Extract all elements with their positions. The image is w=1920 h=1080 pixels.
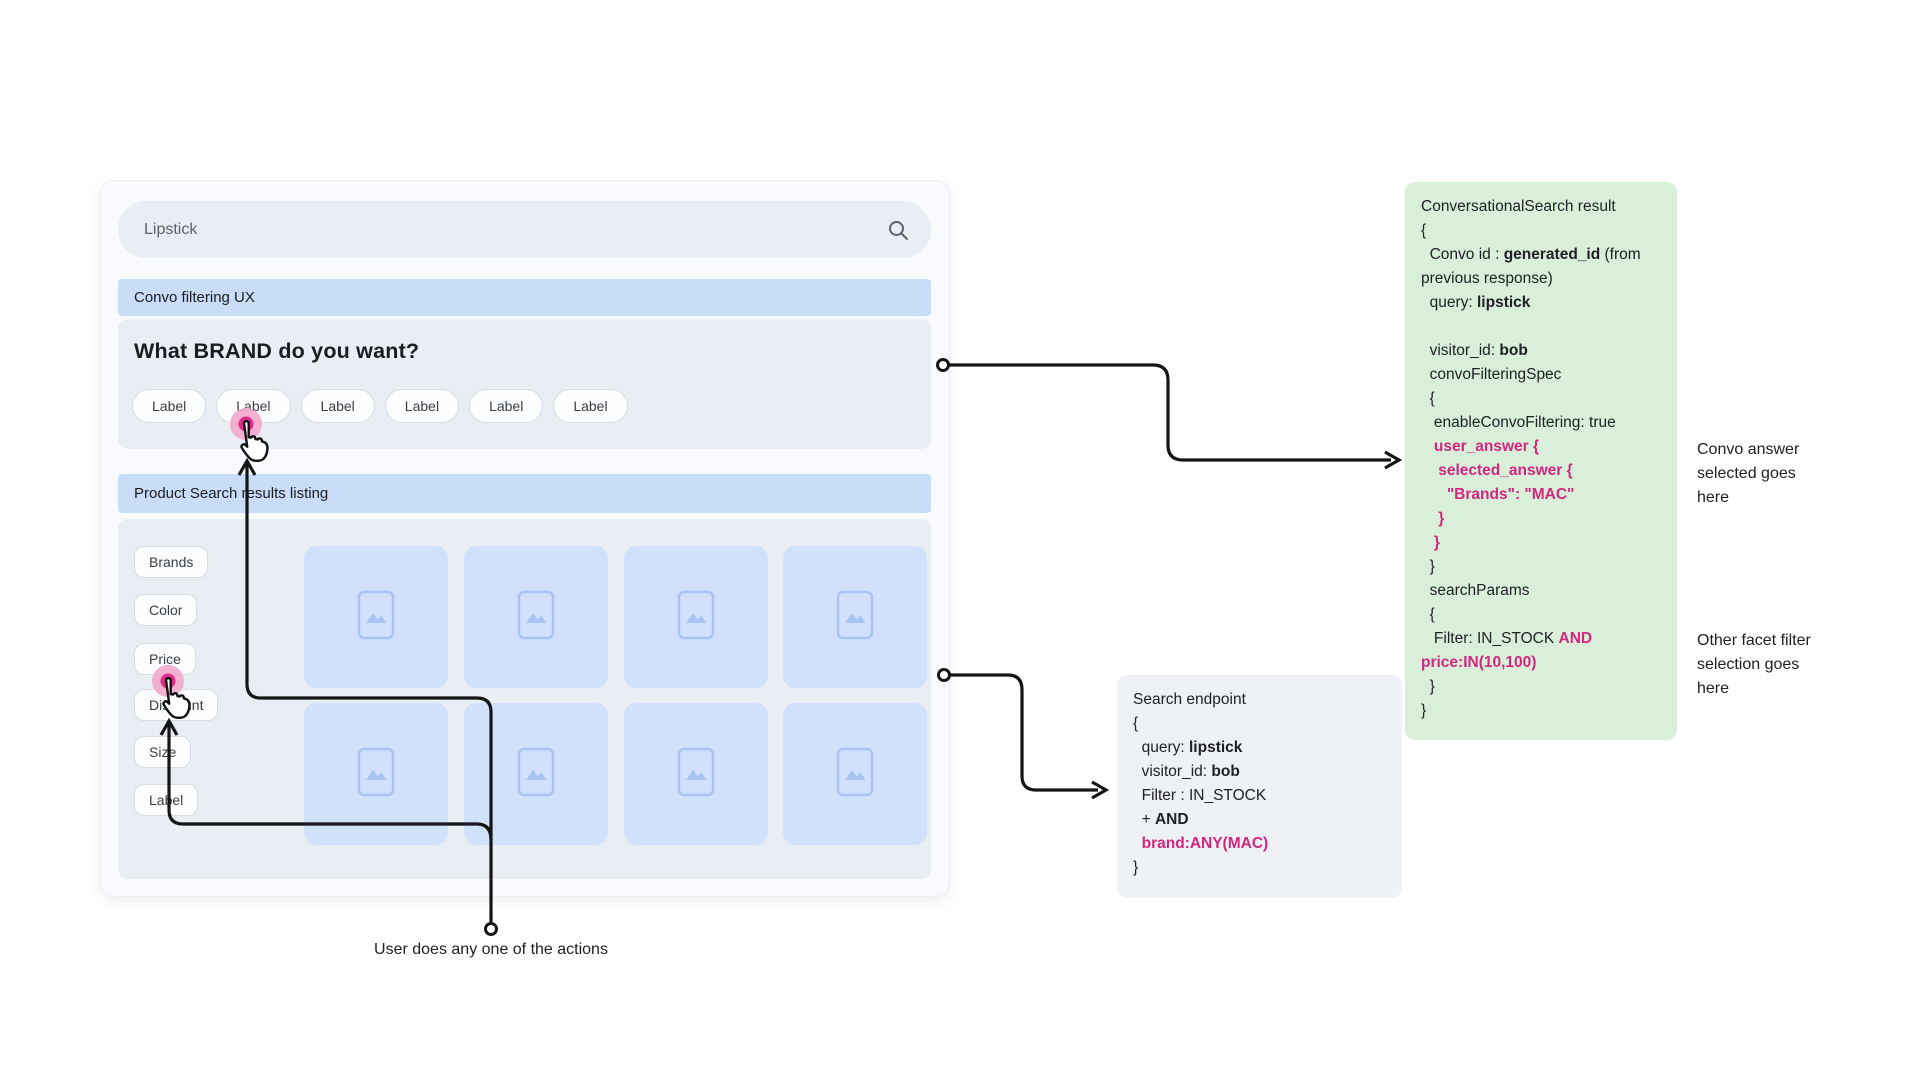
image-placeholder-icon	[673, 587, 719, 648]
image-placeholder-icon	[673, 744, 719, 805]
convo-filtering-banner: Convo filtering UX	[118, 279, 931, 316]
conversational-search-result-box: ConversationalSearch result { Convo id : …	[1405, 182, 1677, 740]
code-line: Convo id : generated_id (from	[1421, 246, 1641, 263]
search-ui-card: Lipstick Convo filtering UX What BRAND d…	[100, 180, 950, 897]
image-placeholder-icon	[353, 744, 399, 805]
search-icon[interactable]	[887, 219, 909, 241]
code-line: query: lipstick	[1133, 739, 1243, 756]
answer-chip[interactable]: Label	[553, 389, 628, 423]
code-line: {	[1421, 606, 1435, 623]
code-line: }	[1421, 510, 1445, 527]
code-line: Search endpoint	[1133, 691, 1246, 708]
code-line: }	[1133, 859, 1139, 876]
answer-chip[interactable]: Label	[216, 389, 291, 423]
product-card[interactable]	[464, 546, 608, 688]
connector-dot-bottom	[484, 922, 498, 936]
code-line: visitor_id: bob	[1421, 342, 1528, 359]
search-query-text: Lipstick	[144, 220, 198, 238]
facet-button-size[interactable]: Size	[134, 736, 192, 768]
product-card[interactable]	[624, 546, 768, 688]
code-line: + AND	[1133, 811, 1189, 828]
product-card[interactable]	[783, 703, 927, 845]
convo-question-text: What BRAND do you want?	[134, 339, 420, 363]
product-card[interactable]	[783, 546, 927, 688]
code-line: user_answer {	[1421, 438, 1540, 455]
answer-chip-row: Label Label Label Label Label Label	[132, 389, 628, 423]
image-placeholder-icon	[513, 587, 559, 648]
facet-button-price[interactable]: Price	[134, 643, 196, 675]
code-line: query: lipstick	[1421, 294, 1531, 311]
product-card[interactable]	[624, 703, 768, 845]
flow-caption: User does any one of the actions	[374, 941, 608, 958]
convo-filtering-banner-label: Convo filtering UX	[134, 289, 255, 306]
code-line: convoFilteringSpec	[1421, 366, 1562, 383]
code-line: enableConvoFiltering: true	[1421, 414, 1616, 431]
facet-button-color[interactable]: Color	[134, 594, 198, 626]
code-line: }	[1421, 534, 1440, 551]
answer-chip[interactable]: Label	[469, 389, 544, 423]
answer-chip[interactable]: Label	[384, 389, 460, 423]
product-card[interactable]	[304, 703, 448, 845]
code-line: {	[1421, 390, 1435, 407]
results-banner: Product Search results listing	[118, 474, 931, 513]
flow-arrow-to-convo-result	[949, 363, 1391, 462]
product-card[interactable]	[464, 703, 608, 845]
code-line: }	[1421, 702, 1427, 719]
facet-button-discount[interactable]: Discount	[134, 689, 219, 721]
arrowhead-search-endpoint	[1091, 780, 1110, 800]
flow-arrow-to-search-endpoint	[950, 673, 1098, 792]
code-line: }	[1421, 678, 1435, 695]
code-line: "Brands": "MAC"	[1421, 486, 1575, 503]
search-input[interactable]: Lipstick	[118, 201, 931, 258]
code-line: brand:ANY(MAC)	[1133, 835, 1269, 852]
results-banner-label: Product Search results listing	[134, 485, 329, 502]
code-line: {	[1421, 222, 1427, 239]
image-placeholder-icon	[353, 587, 399, 648]
code-line: searchParams	[1421, 582, 1530, 599]
image-placeholder-icon	[832, 744, 878, 805]
answer-chip[interactable]: Label	[132, 389, 207, 423]
product-card[interactable]	[304, 546, 448, 688]
code-line: {	[1133, 715, 1139, 732]
arrowhead-convo-result	[1384, 450, 1403, 470]
code-line: }	[1421, 558, 1435, 575]
code-line	[1421, 315, 1661, 339]
code-line: ConversationalSearch result	[1421, 198, 1616, 215]
code-line: selected_answer {	[1421, 462, 1573, 479]
code-line: Filter: IN_STOCK AND	[1421, 630, 1593, 647]
search-endpoint-box: Search endpoint { query: lipstick visitor…	[1117, 675, 1402, 898]
code-line: Filter : IN_STOCK	[1133, 787, 1267, 804]
facet-button-label[interactable]: Label	[134, 784, 199, 816]
facet-button-brands[interactable]: Brands	[134, 546, 209, 578]
code-line: price:IN(10,100)	[1421, 654, 1537, 671]
code-line: visitor_id: bob	[1133, 763, 1240, 780]
image-placeholder-icon	[832, 587, 878, 648]
answer-chip[interactable]: Label	[300, 389, 375, 423]
image-placeholder-icon	[513, 744, 559, 805]
code-line: previous response)	[1421, 270, 1553, 287]
